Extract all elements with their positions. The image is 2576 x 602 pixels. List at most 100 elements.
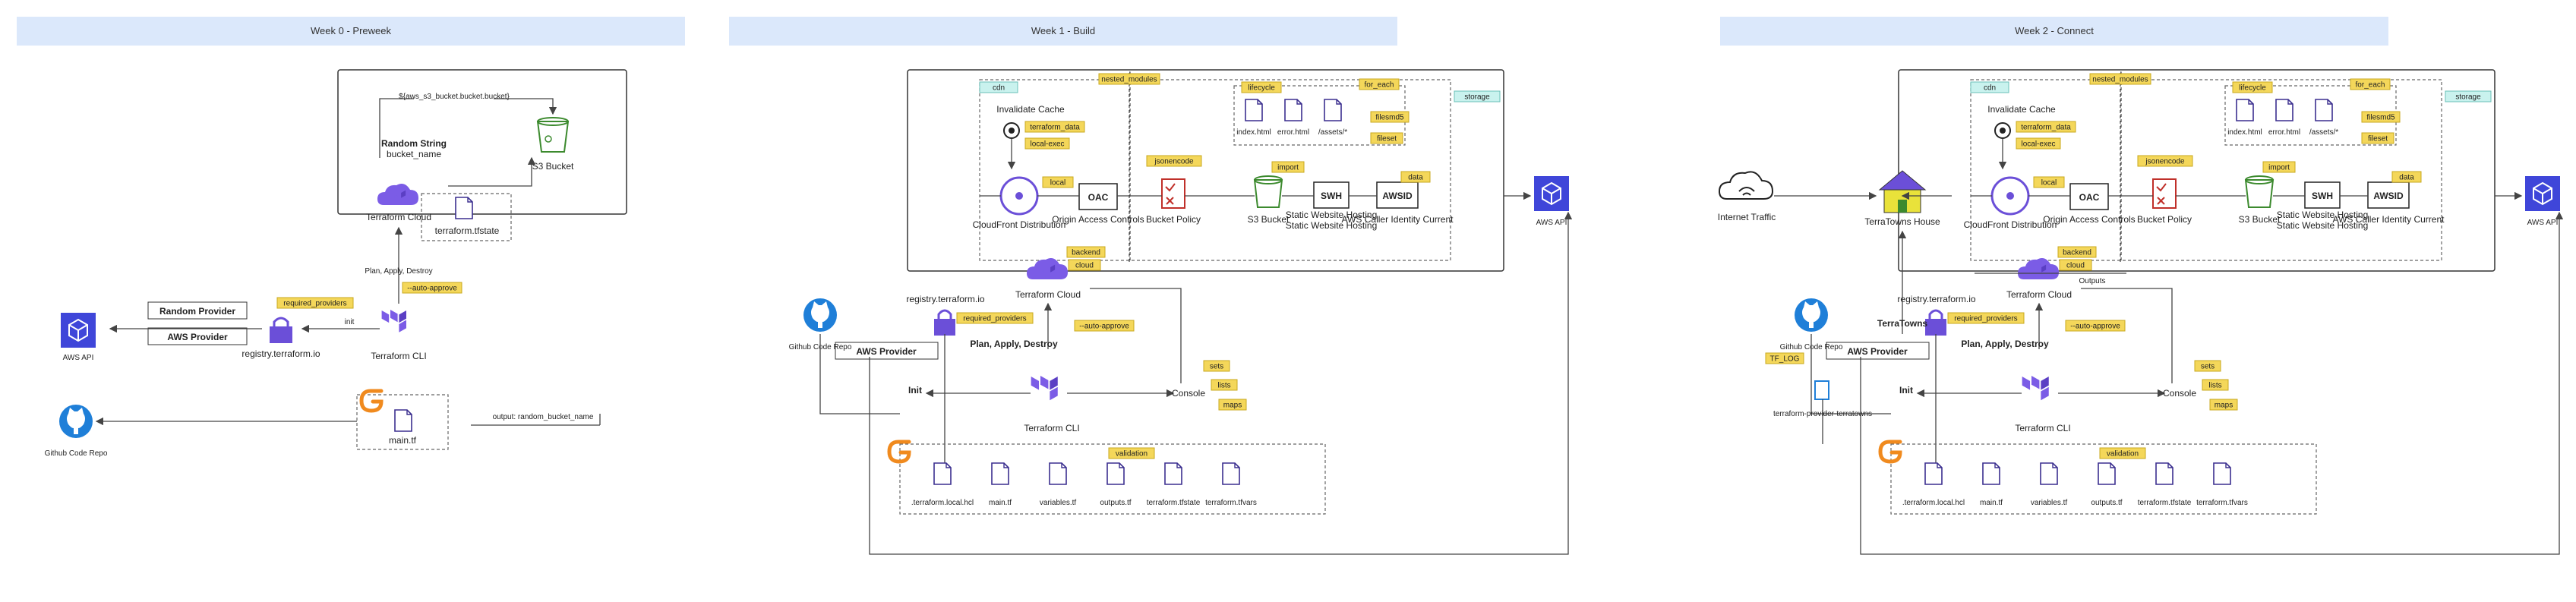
w2-init: Init bbox=[1899, 385, 1913, 396]
w2-oac-box bbox=[2069, 183, 2109, 210]
s3-body bbox=[2244, 179, 2275, 208]
w2-tag-maps-label: maps bbox=[2215, 402, 2233, 410]
gear-ring bbox=[1003, 122, 1020, 139]
w0-tfstate-box bbox=[421, 193, 512, 241]
w1-terraform-cli-icon-mark bbox=[1031, 376, 1058, 401]
padlock-shackle bbox=[937, 309, 952, 319]
w1-file-label-3: outputs.tf bbox=[1100, 499, 1131, 507]
w2-tag-lists bbox=[2202, 379, 2229, 391]
w1-registry: registry.terraform.io bbox=[906, 294, 984, 304]
s3-body bbox=[1253, 179, 1283, 208]
w2-tag-data bbox=[2391, 171, 2422, 183]
w1-oac-box bbox=[1078, 183, 1118, 210]
w2-file-label-4: terraform.tfstate bbox=[2138, 499, 2192, 507]
w2-file-icon-1 bbox=[1982, 462, 2000, 485]
w0-gitpod-box bbox=[356, 394, 449, 450]
w2-file-label-1: main.tf bbox=[1980, 499, 2003, 507]
w1-bucket-policy-icon bbox=[1161, 178, 1185, 209]
w1-invalidate-cache-icon bbox=[1003, 122, 1020, 139]
w1-tag-sets-label: sets bbox=[1210, 363, 1223, 371]
w1-tag-import bbox=[1271, 161, 1305, 173]
w1-tag-filesmd5 bbox=[1370, 111, 1410, 123]
w2-tag-required-providers bbox=[1947, 312, 2025, 324]
w1-assets-file-icon bbox=[1324, 99, 1342, 121]
w2-tag-nested-label: nested_modules bbox=[2092, 76, 2148, 84]
w2-tag-lists-label: lists bbox=[2208, 382, 2221, 390]
w2-registry: registry.terraform.io bbox=[1897, 294, 1975, 304]
w1-tag-fileset bbox=[1370, 132, 1403, 144]
w1-console: Console bbox=[1172, 388, 1205, 399]
w0-cloud-box bbox=[337, 69, 627, 215]
w2-awsid: AWSID bbox=[2373, 191, 2404, 201]
w1-tag-data-label: data bbox=[1408, 174, 1423, 182]
w2-bottom-return bbox=[1860, 211, 2564, 555]
w2-awsid-label: AWS Caller Identity Current bbox=[2333, 214, 2445, 225]
s3-bucket-rim bbox=[537, 117, 569, 126]
w2-tag-import-label: import bbox=[2268, 164, 2290, 172]
w1-oac: OAC bbox=[1088, 192, 1109, 203]
w1-swh-label-2: Static Website Hosting bbox=[1286, 220, 1378, 231]
w0-terraform-cli-icon bbox=[381, 310, 406, 333]
w1-error-label: error.html bbox=[1277, 128, 1309, 137]
w0-tag-auto-approve-label: --auto-approve bbox=[407, 285, 457, 293]
w2-padlock-icon bbox=[1925, 309, 1946, 336]
w1-tag-jsonencode bbox=[1146, 155, 1202, 167]
w1-lifecycle-box bbox=[1233, 85, 1406, 146]
padlock-body bbox=[270, 326, 292, 343]
w1-tag-local-exec-label: local-exec bbox=[1030, 140, 1064, 149]
w2-house-label: TerraTowns House bbox=[1864, 216, 1940, 227]
panel-title-week1: Week 1 - Build bbox=[1031, 25, 1095, 36]
w1-s3-bucket-icon bbox=[1253, 175, 1283, 208]
w1-s3-label: S3 Bucket bbox=[1248, 214, 1290, 225]
w2-file-icon-0 bbox=[1924, 462, 1943, 485]
w1-file-icon-4 bbox=[1164, 462, 1182, 485]
w2-tag-sets bbox=[2194, 360, 2221, 372]
w2-tag-for-each-label: for_each bbox=[2356, 81, 2385, 90]
w1-file-icon-2 bbox=[1049, 462, 1067, 485]
w2-state-link bbox=[2081, 288, 2173, 383]
w2-tag-jsonencode-label: jsonencode bbox=[2145, 158, 2185, 166]
w0-aws-label: AWS API bbox=[63, 354, 94, 362]
w2-s3-label: S3 Bucket bbox=[2239, 214, 2281, 225]
w1-tag-cloud-label: cloud bbox=[1075, 262, 1094, 270]
w2-error-label: error.html bbox=[2268, 128, 2300, 137]
w2-tag-lifecycle-label: lifecycle bbox=[2239, 84, 2266, 93]
w0-tfstate-file-icon bbox=[455, 197, 473, 219]
padlock-body bbox=[1925, 319, 1946, 336]
panel-header-week0 bbox=[17, 17, 685, 46]
w2-file-icon-2 bbox=[2040, 462, 2058, 485]
w1-tag-import-label: import bbox=[1277, 164, 1299, 172]
w2-github-icon bbox=[1795, 298, 1828, 332]
w2-oac: OAC bbox=[2079, 192, 2100, 203]
s3-bucket-dot bbox=[545, 135, 552, 143]
w1-tfc-label: Terraform Cloud bbox=[1015, 289, 1081, 300]
w2-aws-label: AWS API bbox=[2527, 219, 2559, 227]
w2-tag-fileset bbox=[2361, 132, 2394, 144]
w2-tag-sets-label: sets bbox=[2201, 363, 2215, 371]
w2-outputs-label: Outputs bbox=[2079, 277, 2105, 285]
w1-cloudfront-label: CloudFront Distribution bbox=[973, 219, 1066, 230]
padlock-shackle bbox=[1928, 309, 1943, 319]
w1-tag-lists-label: lists bbox=[1217, 382, 1230, 390]
w1-invalidate-label: Invalidate Cache bbox=[996, 104, 1065, 115]
w1-file-label-5: terraform.tfvars bbox=[1205, 499, 1257, 507]
w1-cdn-box bbox=[979, 79, 1451, 261]
policy-check bbox=[1165, 183, 1176, 192]
w2-tag-validation bbox=[2099, 447, 2146, 459]
w1-oac-label: Origin Access Controls bbox=[1052, 214, 1144, 225]
w1-tag-lifecycle-label: lifecycle bbox=[1248, 84, 1275, 93]
panel-title-week2: Week 2 - Connect bbox=[2015, 25, 2094, 36]
w0-aws-provider: AWS Provider bbox=[167, 332, 228, 342]
w1-file-label-0: .terraform.local.hcl bbox=[911, 499, 974, 507]
w0-tag-auto-approve bbox=[402, 282, 462, 294]
w1-plan-apply: Plan, Apply, Destroy bbox=[970, 339, 1058, 349]
w2-swh-box bbox=[2304, 181, 2341, 209]
w1-tag-for-each-label: for_each bbox=[1365, 81, 1394, 90]
w2-bucket-policy-icon bbox=[2152, 178, 2177, 209]
w1-init: Init bbox=[908, 385, 922, 396]
w0-init: init bbox=[345, 318, 355, 326]
panel-title-week0: Week 0 - Preweek bbox=[311, 25, 391, 36]
w0-random-provider: Random Provider bbox=[159, 306, 235, 317]
gear-hub bbox=[2000, 128, 2006, 134]
w2-aws-provider-box bbox=[1826, 342, 1930, 360]
